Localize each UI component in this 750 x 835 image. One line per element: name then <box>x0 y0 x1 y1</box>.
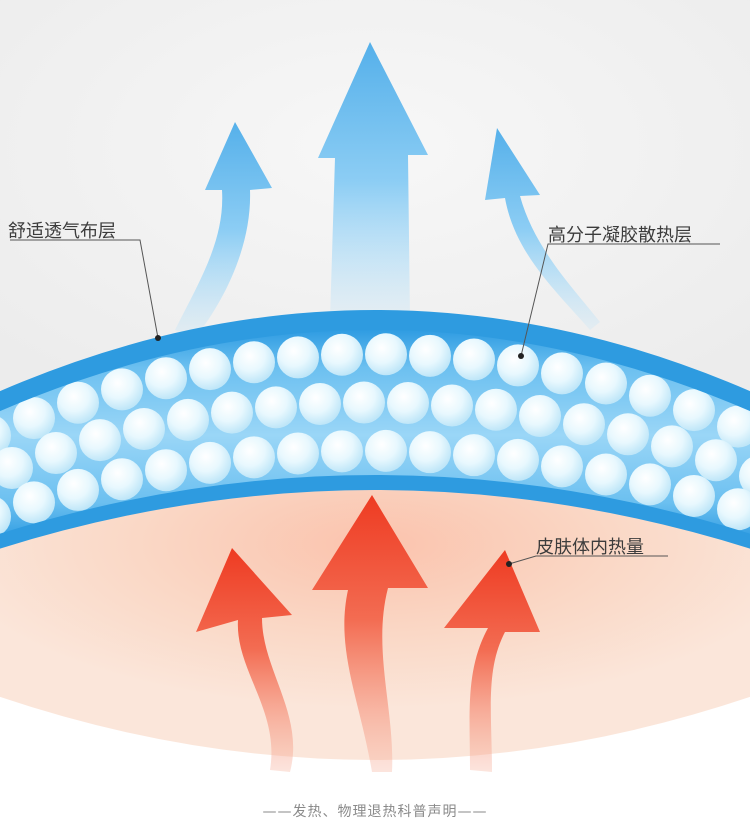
gel-bead <box>585 362 627 405</box>
leader-fabric <box>10 239 159 339</box>
gel-bead <box>717 405 750 448</box>
gel-bead <box>35 432 77 475</box>
gel-bead <box>189 348 231 391</box>
heat-arrow-right-icon <box>444 550 540 772</box>
gel-bead <box>541 445 583 488</box>
heat-arrow-left-icon <box>196 548 294 772</box>
gel-bead <box>387 382 429 425</box>
gel-bead <box>13 397 55 440</box>
gel-bead <box>673 474 715 517</box>
gel-bead <box>233 436 275 479</box>
gel-bead <box>123 408 165 451</box>
gel-bead <box>497 438 539 481</box>
cool-arrow-right-icon <box>485 128 600 330</box>
gel-bead <box>277 336 319 379</box>
heat-arrow-group <box>196 495 540 772</box>
heat-arrow-center-icon <box>312 495 428 772</box>
gel-bead <box>57 381 99 424</box>
gel-bead <box>365 333 407 376</box>
gel-bead <box>673 389 715 432</box>
footer-note: ——发热、物理退热科普声明—— <box>262 804 488 820</box>
gel-bead <box>321 333 363 376</box>
gel-bead <box>101 458 143 501</box>
gel-bead <box>145 357 187 400</box>
label-fabric-layer: 舒适透气布层 <box>8 221 116 242</box>
gel-bead <box>343 381 385 424</box>
gel-bead <box>321 430 363 473</box>
gel-bead <box>145 449 187 492</box>
label-gel-layer: 高分子凝胶散热层 <box>548 225 692 246</box>
leader-gel <box>520 243 720 357</box>
gel-bead <box>255 386 297 429</box>
gel-bead <box>453 434 495 477</box>
cool-arrow-center-icon <box>318 42 428 320</box>
label-skin-heat: 皮肤体内热量 <box>536 537 644 558</box>
cool-arrow-left-icon <box>175 122 272 338</box>
gel-bead <box>431 384 473 427</box>
gel-bead <box>0 446 33 489</box>
gel-bead <box>585 453 627 496</box>
gel-bead <box>409 334 451 377</box>
gel-bead <box>0 495 11 538</box>
cool-arrow-group <box>175 42 600 338</box>
gel-bead <box>233 341 275 384</box>
gel-bead <box>563 403 605 446</box>
leader-lines <box>10 239 720 567</box>
gel-bead <box>167 398 209 441</box>
gel-bead <box>629 374 671 417</box>
gel-bead <box>475 388 517 431</box>
gel-bead <box>519 395 561 438</box>
gel-bead <box>101 368 143 411</box>
gel-bead <box>57 468 99 511</box>
gel-bead <box>211 391 253 434</box>
gel-bead <box>299 383 341 426</box>
gel-bead <box>0 414 11 457</box>
gel-layer-band <box>0 310 750 549</box>
gel-bead <box>695 439 737 482</box>
leader-skin <box>508 555 668 565</box>
gel-bead <box>409 431 451 474</box>
gel-bead <box>13 481 55 524</box>
gel-bead <box>453 338 495 381</box>
gel-bead <box>277 432 319 475</box>
gel-bead <box>541 352 583 395</box>
gel-bead <box>189 441 231 484</box>
gel-bead <box>629 463 671 506</box>
gel-bead <box>607 413 649 456</box>
gel-bead <box>497 344 539 387</box>
gel-bead <box>717 488 750 531</box>
gel-bead <box>651 425 693 468</box>
gel-bead <box>365 429 407 472</box>
gel-bead <box>79 419 121 462</box>
